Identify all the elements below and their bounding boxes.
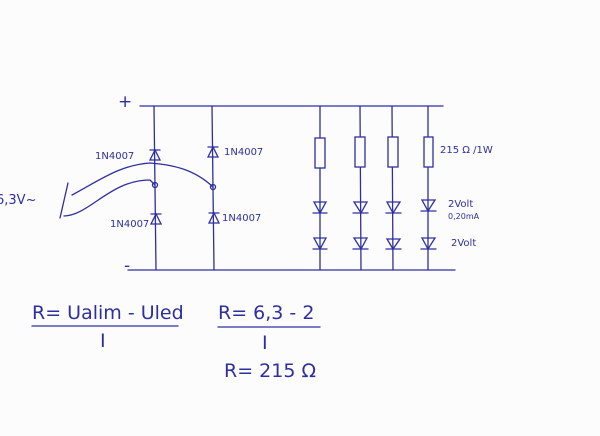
bridge-branch-2 bbox=[211, 105, 215, 271]
led-string bbox=[420, 105, 437, 271]
junction-dot bbox=[151, 181, 159, 189]
led-voltage-label: 2Volt bbox=[448, 199, 474, 210]
diode-icon bbox=[207, 211, 221, 224]
led-current-label: 0,20mA bbox=[448, 212, 480, 221]
diode-icon bbox=[148, 148, 162, 161]
formula-values-denominator: I bbox=[262, 332, 268, 354]
diode-label: 1N4007 bbox=[224, 147, 264, 158]
diode-label: 1N4007 bbox=[110, 219, 150, 230]
diode-label: 1N4007 bbox=[222, 213, 262, 224]
formula-values-numerator: R= 6,3 - 2 bbox=[218, 302, 315, 324]
junction-dot bbox=[209, 183, 217, 191]
diode-label: 1N4007 bbox=[95, 151, 135, 162]
led-string bbox=[352, 105, 369, 271]
led-voltage-label: 2Volt bbox=[451, 238, 477, 249]
led-string bbox=[312, 105, 328, 271]
plus-label: + bbox=[118, 92, 133, 112]
diode-icon bbox=[206, 145, 220, 158]
resistor-label: 215 Ω /1W bbox=[440, 145, 493, 156]
ac-input-wire bbox=[71, 162, 214, 196]
formula-result: R= 215 Ω bbox=[224, 360, 316, 382]
led-string bbox=[385, 105, 402, 271]
minus-label: - bbox=[124, 256, 131, 276]
formula-general-denominator: I bbox=[100, 330, 106, 352]
diode-icon bbox=[149, 212, 163, 225]
source-voltage-label: 6,3V~ bbox=[0, 193, 37, 208]
ac-input-wire bbox=[63, 179, 156, 217]
formula-general-numerator: R= Ualim - Uled bbox=[32, 302, 184, 324]
